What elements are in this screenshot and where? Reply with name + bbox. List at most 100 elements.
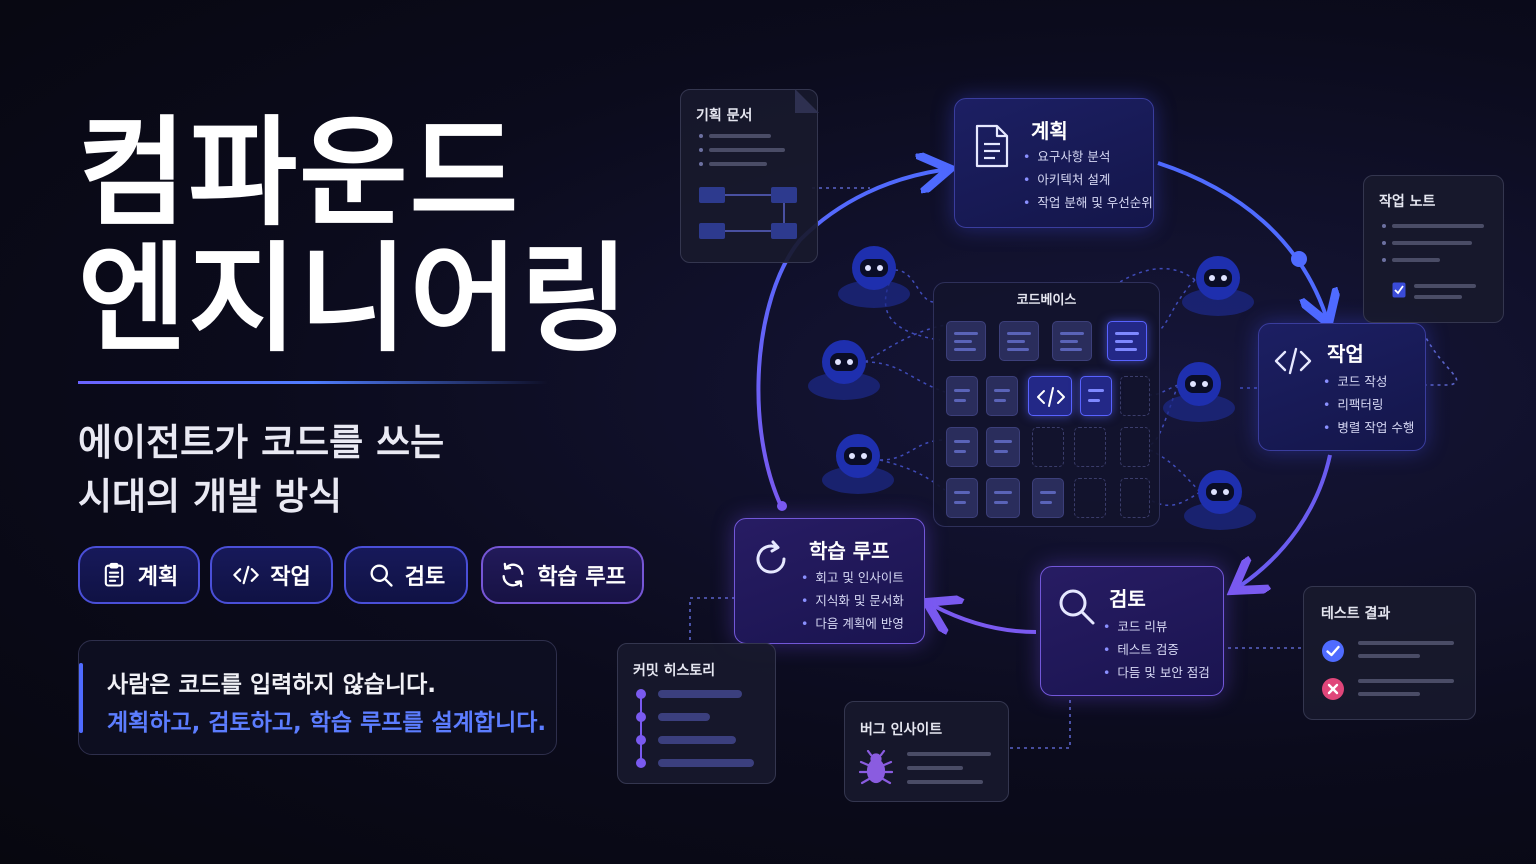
card-work-list: 코드 작성 리팩터링 병렬 작업 수행 [1323,370,1414,439]
hero-title-line2: 엔지니어링 [78,230,631,368]
bug-icon [859,750,893,785]
list-item: 테스트 검증 [1103,638,1210,661]
list-item: 요구사항 분석 [1023,145,1153,168]
quote-line2: 계획하고, 검토하고, 학습 루프를 설계합니다. [107,710,547,736]
agent-robot-left-bottom [822,434,894,494]
code-file-tile [986,427,1020,467]
code-file-placeholder [1032,427,1064,467]
code-file-tile [946,427,978,467]
code-file-tile [986,376,1018,416]
code-file-tile [946,321,986,361]
chip-review[interactable]: 검토 [344,546,468,604]
checkbox-icon [1392,282,1406,298]
card-plan-title: 계획 [1031,119,1068,143]
clipboard-icon [104,562,123,587]
card-learning-loop-title: 학습 루프 [809,539,890,563]
quote-line1: 사람은 코드를 입력하지 않습니다. [107,672,436,698]
arrow-review-to-learn [934,606,1037,632]
code-file-active-tile [1028,376,1072,416]
card-learning-loop-list: 회고 및 인사이트 지식화 및 문서화 다음 계획에 반영 [801,566,903,635]
card-plan[interactable]: 계획 요구사항 분석 아키텍처 설계 작업 분해 및 우선순위 [954,98,1154,228]
refresh-icon [502,562,524,588]
list-item: 다듬 및 보안 점검 [1103,661,1209,684]
doc-work-notes[interactable]: 작업 노트 [1363,175,1504,323]
card-review-list: 코드 리뷰 테스트 검증 다듬 및 보안 점검 [1103,615,1210,684]
commit-graph-icon [636,689,754,768]
x-circle-icon [1322,678,1344,700]
list-item: 작업 분해 및 우선순위 [1023,191,1152,214]
list-item: 리팩터링 [1323,393,1414,416]
search-icon [1059,589,1095,625]
document-icon [975,124,1009,168]
code-file-placeholder [1120,376,1150,416]
hero-title-line1: 컴파운드 [78,104,521,242]
code-icon [1037,387,1065,407]
doc-bug-insights-title: 버그 인사이트 [860,722,943,738]
list-item: 코드 리뷰 [1103,615,1210,638]
hero-subtitle-line1: 에이전트가 코드를 쓰는 [78,421,445,464]
card-work-title: 작업 [1327,342,1364,366]
code-file-tile [986,478,1020,518]
list-item: 아키텍처 설계 [1023,168,1153,191]
agent-robot-right-bottom [1184,470,1256,530]
hero-title: 컴파운드 엔지니어링 [78,110,631,362]
quote-box: 사람은 코드를 입력하지 않습니다. 계획하고, 검토하고, 학습 루프를 설계… [78,640,557,755]
agent-robot-right-middle [1163,362,1235,422]
cycle-node-dot [1291,251,1307,267]
codebase-title: 코드베이스 [1016,293,1077,308]
code-icon [1274,347,1312,375]
refresh-icon [756,540,786,574]
list-item: 다음 계획에 반영 [801,612,903,635]
card-plan-list: 요구사항 분석 아키텍처 설계 작업 분해 및 우선순위 [1023,145,1153,214]
code-file-tile [999,321,1039,361]
page-fold-icon [795,89,819,113]
arrow-plan-to-work [1157,161,1326,316]
card-review-title: 검토 [1109,587,1146,611]
code-file-tile [1052,321,1092,361]
code-file-tile [946,376,978,416]
chip-learning-loop-label: 학습 루프 [537,565,626,590]
code-file-placeholder [1120,478,1150,518]
card-review[interactable]: 검토 코드 리뷰 테스트 검증 다듬 및 보안 점검 [1040,566,1224,696]
code-file-tile [1032,478,1064,518]
doc-planning[interactable]: 기획 문서 [680,89,819,263]
code-file-placeholder [1074,427,1106,467]
list-item: 코드 작성 [1323,370,1414,393]
quote-accent-bar [79,663,83,733]
card-work[interactable]: 작업 코드 작성 리팩터링 병렬 작업 수행 [1258,323,1426,451]
check-circle-icon [1322,640,1344,662]
code-file-placeholder [1074,478,1106,518]
list-item: 회고 및 인사이트 [801,566,903,589]
chip-plan[interactable]: 계획 [78,546,200,604]
doc-bug-insights[interactable]: 버그 인사이트 [844,701,1009,802]
code-file-placeholder [1120,427,1150,467]
chip-learning-loop[interactable]: 학습 루프 [481,546,644,604]
card-learning-loop[interactable]: 학습 루프 회고 및 인사이트 지식화 및 문서화 다음 계획에 반영 [734,518,925,644]
doc-commit-history[interactable]: 커밋 히스토리 [617,643,776,784]
code-icon [233,565,260,585]
doc-test-results[interactable]: 테스트 결과 [1303,586,1476,720]
flow-diagram-icon [699,187,797,239]
code-file-tile [1080,376,1112,416]
hero-subtitle-line2: 시대의 개발 방식 [78,475,343,518]
code-file-tile [1107,321,1147,361]
chip-work-label: 작업 [270,565,311,590]
chip-work[interactable]: 작업 [210,546,333,604]
hero-divider [78,381,548,384]
doc-work-notes-title: 작업 노트 [1379,194,1436,210]
hero-subtitle: 에이전트가 코드를 쓰는 시대의 개발 방식 [78,416,444,524]
doc-commit-history-title: 커밋 히스토리 [633,663,716,679]
agent-robot-left-top [838,246,910,308]
list-item: 지식화 및 문서화 [801,589,903,612]
agent-robot-left-middle [808,340,880,400]
search-icon [370,564,393,587]
codebase-panel: 코드베이스 [933,282,1160,527]
doc-test-results-title: 테스트 결과 [1321,606,1391,622]
agent-robot-right-top [1182,256,1254,316]
chip-plan-label: 계획 [137,565,179,590]
doc-planning-title: 기획 문서 [696,108,753,124]
chip-review-label: 검토 [404,565,446,590]
code-file-tile [946,478,978,518]
arrow-work-to-review [1240,454,1332,586]
list-item: 병렬 작업 수행 [1323,416,1414,439]
